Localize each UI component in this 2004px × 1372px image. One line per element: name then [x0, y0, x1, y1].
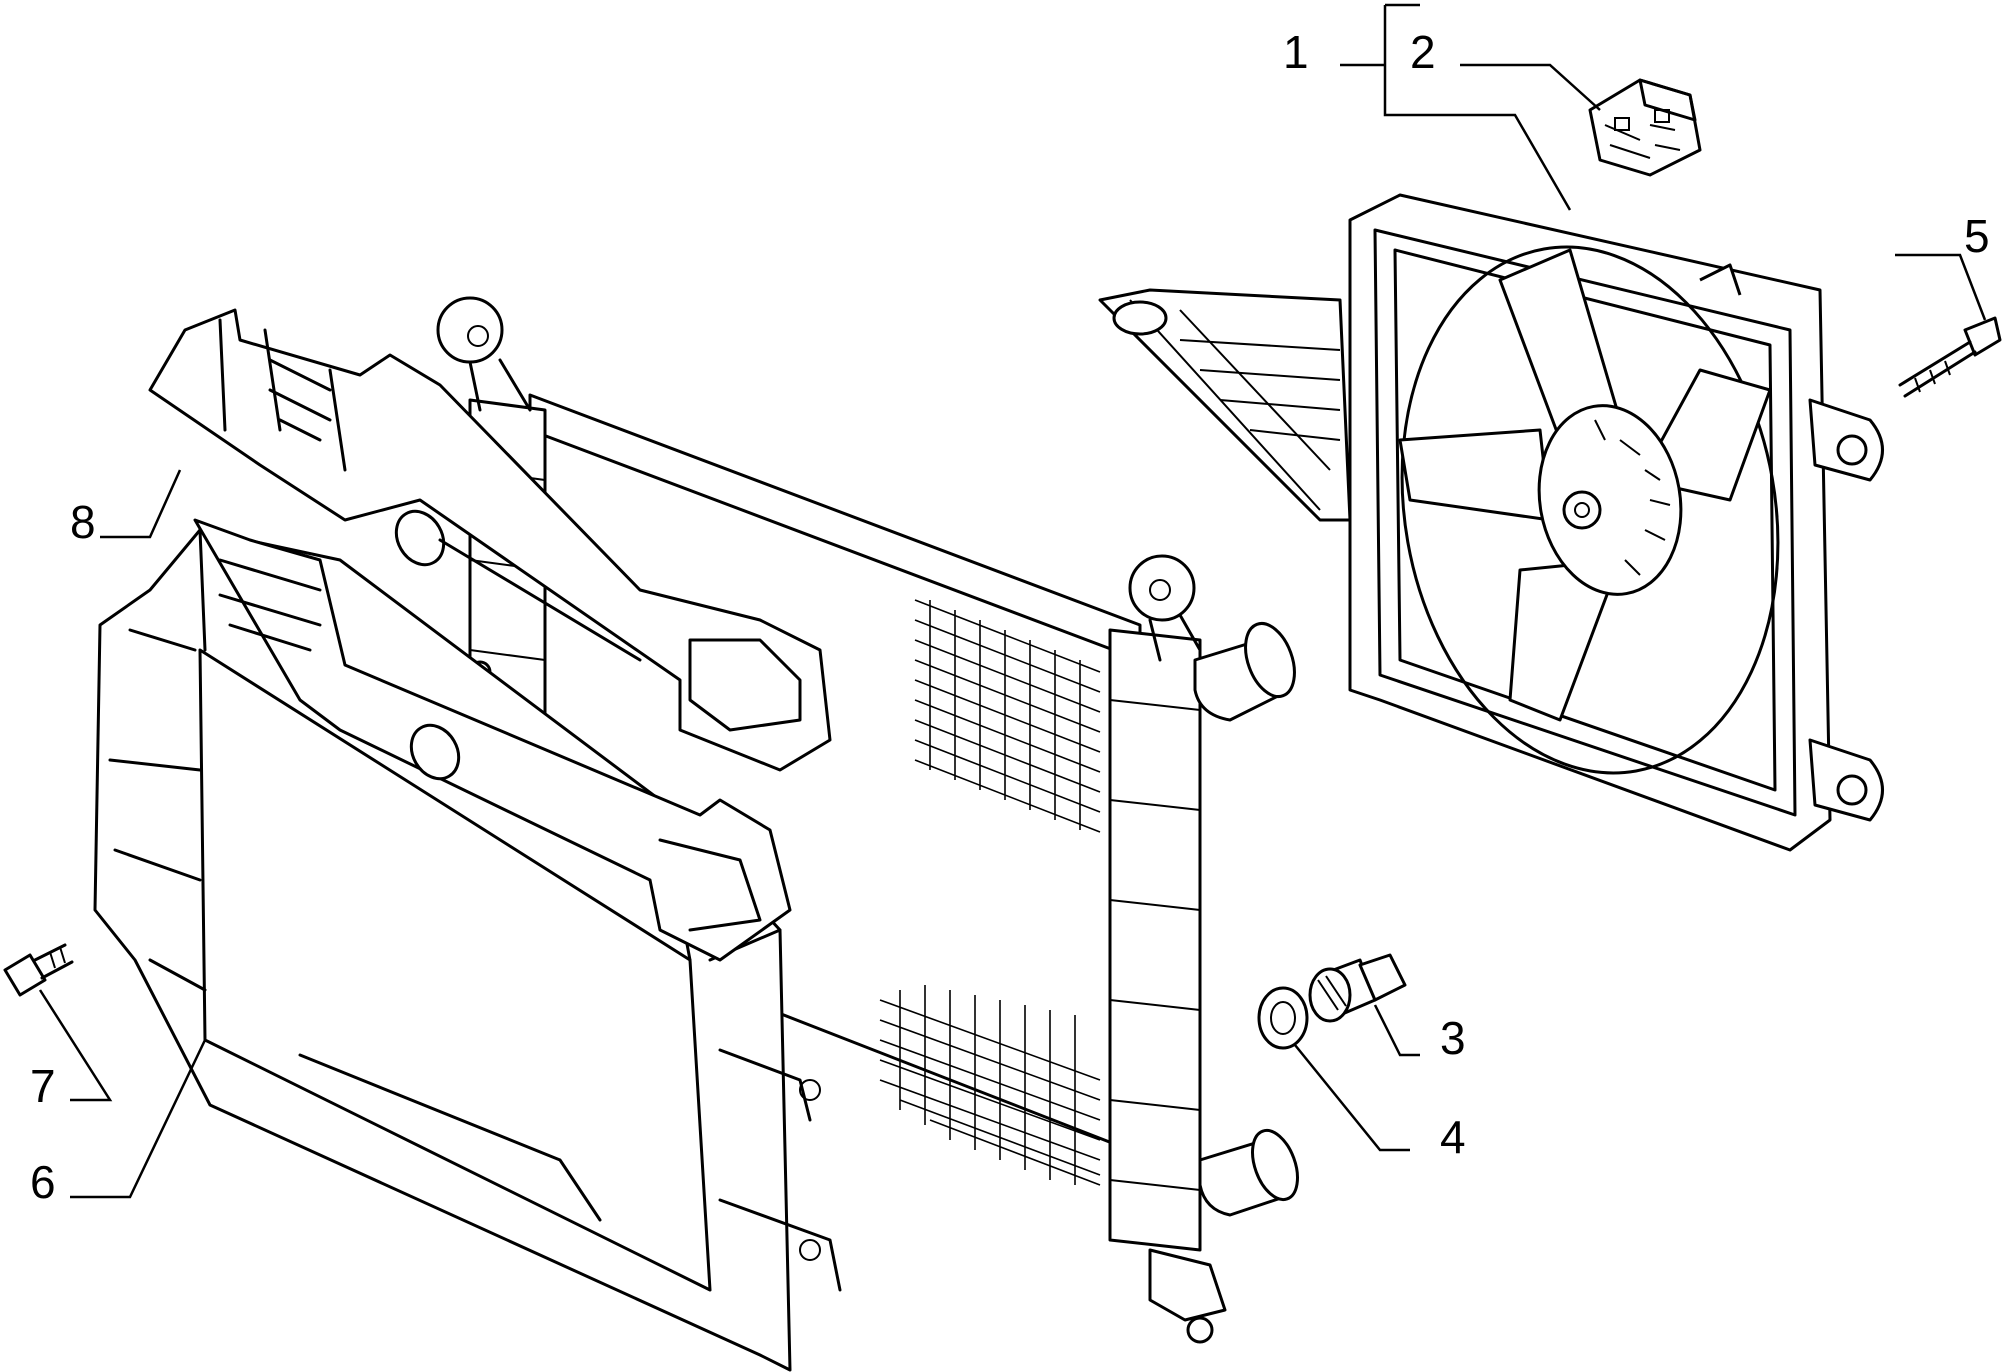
radiator-right-tank: [1108, 628, 1202, 1252]
callout-4: 4: [1440, 1111, 1466, 1163]
radiator-lower-hose-neck: [1198, 1128, 1299, 1217]
cooling-fan-assembly: [1098, 193, 1884, 852]
temperature-switch: [1308, 953, 1407, 1023]
callout-8: 8: [70, 496, 96, 548]
radiator-fin-mesh-upper: [914, 599, 1101, 833]
fan-motor-hub: [1537, 404, 1683, 596]
fan-electrical-connector: [1588, 78, 1702, 177]
fan-mounting-bolt: [1898, 316, 2002, 398]
upper-crossmember: [148, 308, 832, 772]
callout-labels: 1 2 3 4 5 6 7 8: [30, 26, 1990, 1208]
callout-7: 7: [30, 1060, 56, 1112]
callout-2: 2: [1410, 26, 1436, 78]
sealing-washer: [1257, 986, 1309, 1050]
callout-6: 6: [30, 1156, 56, 1208]
callout-1: 1: [1283, 26, 1309, 78]
radiator-upper-hose-neck: [1193, 622, 1296, 722]
radiator-fin-mesh-lower: [879, 985, 1101, 1186]
radiator-front-frame: [93, 528, 842, 1372]
fan-ring: [1400, 245, 1780, 775]
callout-3: 3: [1440, 1012, 1466, 1064]
leader-lines: [38, 3, 1987, 1199]
lower-crossmember: [193, 518, 792, 962]
frame-mounting-bolt: [3, 943, 74, 997]
fan-shroud-lugs: [1699, 263, 1884, 822]
callout-5: 5: [1964, 210, 1990, 262]
radiator-mounting-ears: [436, 296, 1202, 662]
